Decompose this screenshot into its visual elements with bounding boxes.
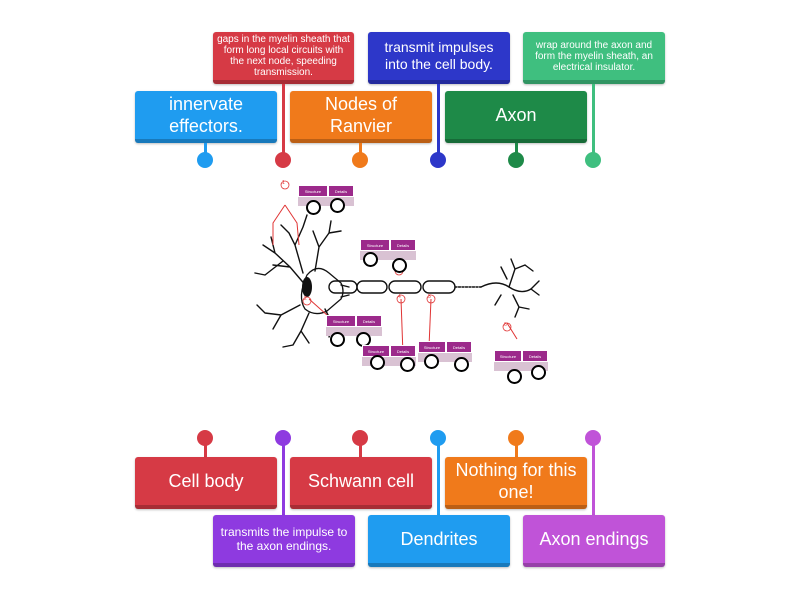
- tile-anchor-dot[interactable]: [430, 430, 446, 446]
- tile-pin: [282, 84, 285, 154]
- drop-target-details[interactable]: [531, 365, 546, 380]
- structure-header: Structure: [418, 341, 446, 353]
- label-box: Structure Details: [418, 341, 472, 362]
- marker-1: 1: [282, 180, 285, 186]
- tile-text: gaps in the myelin sheath that form long…: [217, 34, 350, 78]
- tile-text: Dendrites: [400, 529, 478, 549]
- details-header: Details: [390, 345, 416, 357]
- tile-axon-endings[interactable]: Axon endings: [523, 515, 665, 567]
- marker-6: 6: [504, 322, 507, 328]
- details-header: Details: [446, 341, 472, 353]
- tile-pin: [359, 444, 362, 458]
- tile-gaps-in-myelin[interactable]: gaps in the myelin sheath that form long…: [213, 32, 354, 84]
- tile-innervate-effectors[interactable]: innervate effectors.: [135, 91, 277, 143]
- tile-pin: [204, 444, 207, 458]
- details-header: Details: [522, 350, 548, 362]
- tile-pin: [592, 444, 595, 516]
- tile-pin: [437, 84, 440, 154]
- tile-pin: [592, 84, 595, 154]
- tile-text: innervate effectors.: [168, 94, 244, 136]
- tile-transmit-impulses[interactable]: transmit impulses into the cell body.: [368, 32, 510, 84]
- tile-text: Nothing for this one!: [455, 460, 577, 502]
- tile-anchor-dot[interactable]: [352, 430, 368, 446]
- drop-target-structure[interactable]: [507, 369, 522, 384]
- tile-pin: [359, 143, 362, 155]
- tile-anchor-dot[interactable]: [585, 152, 601, 168]
- neuron-diagram: 1 2 3 4 5 6 Structure Details Structure …: [245, 175, 555, 390]
- marker-4: 4: [398, 294, 401, 300]
- tile-anchor-dot[interactable]: [197, 430, 213, 446]
- tile-pin: [437, 444, 440, 516]
- tile-text: Schwann cell: [307, 471, 415, 491]
- structure-header: Structure: [360, 239, 390, 251]
- tile-pin: [515, 444, 518, 458]
- marker-5: 5: [428, 294, 431, 300]
- tile-anchor-dot[interactable]: [352, 152, 368, 168]
- tile-pin: [204, 143, 207, 155]
- tile-anchor-dot[interactable]: [508, 152, 524, 168]
- tile-anchor-dot[interactable]: [197, 152, 213, 168]
- marker-2: 2: [304, 296, 307, 302]
- drop-target-details[interactable]: [392, 258, 407, 273]
- tile-dendrites[interactable]: Dendrites: [368, 515, 510, 567]
- tile-anchor-dot[interactable]: [585, 430, 601, 446]
- tile-pin: [282, 444, 285, 516]
- drop-target-structure[interactable]: [363, 252, 378, 267]
- drop-target-details[interactable]: [400, 357, 415, 372]
- tile-nodes-of-ranvier[interactable]: Nodes of Ranvier: [290, 91, 432, 143]
- structure-header: Structure: [298, 185, 328, 197]
- label-box: Structure Details: [360, 239, 416, 260]
- tile-axon[interactable]: Axon: [445, 91, 587, 143]
- label-box: Structure Details: [362, 345, 416, 366]
- drop-target-details[interactable]: [454, 357, 469, 372]
- tile-text: Axon: [495, 105, 537, 125]
- tile-anchor-dot[interactable]: [430, 152, 446, 168]
- tile-anchor-dot[interactable]: [508, 430, 524, 446]
- details-header: Details: [356, 315, 382, 327]
- tile-wrap-around-axon[interactable]: wrap around the axon and form the myelin…: [523, 32, 665, 84]
- tile-text: wrap around the axon and form the myelin…: [535, 39, 653, 73]
- tile-nothing-for-this-one[interactable]: Nothing for this one!: [445, 457, 587, 509]
- drop-target-structure[interactable]: [330, 332, 345, 347]
- tile-anchor-dot[interactable]: [275, 430, 291, 446]
- tile-pin: [515, 143, 518, 155]
- drop-target-details[interactable]: [330, 198, 345, 213]
- details-header: Details: [390, 239, 416, 251]
- structure-header: Structure: [326, 315, 356, 327]
- label-box: Structure Details: [326, 315, 382, 336]
- details-header: Details: [328, 185, 354, 197]
- label-box: Structure Details: [494, 350, 548, 371]
- drop-target-structure[interactable]: [306, 200, 321, 215]
- drop-target-structure[interactable]: [424, 354, 439, 369]
- tile-transmits-impulse[interactable]: transmits the impulse to the axon ending…: [213, 515, 355, 567]
- tile-text: Nodes of Ranvier: [324, 94, 398, 136]
- tile-text: Axon endings: [539, 529, 649, 549]
- structure-header: Structure: [494, 350, 522, 362]
- tile-cell-body[interactable]: Cell body: [135, 457, 277, 509]
- label-box: Structure Details: [298, 185, 354, 206]
- tile-text: transmit impulses into the cell body.: [384, 39, 494, 72]
- tile-schwann-cell[interactable]: Schwann cell: [290, 457, 432, 509]
- tile-text: Cell body: [168, 471, 244, 491]
- tile-text: transmits the impulse to the axon ending…: [220, 525, 348, 553]
- tile-anchor-dot[interactable]: [275, 152, 291, 168]
- drop-target-structure[interactable]: [370, 355, 385, 370]
